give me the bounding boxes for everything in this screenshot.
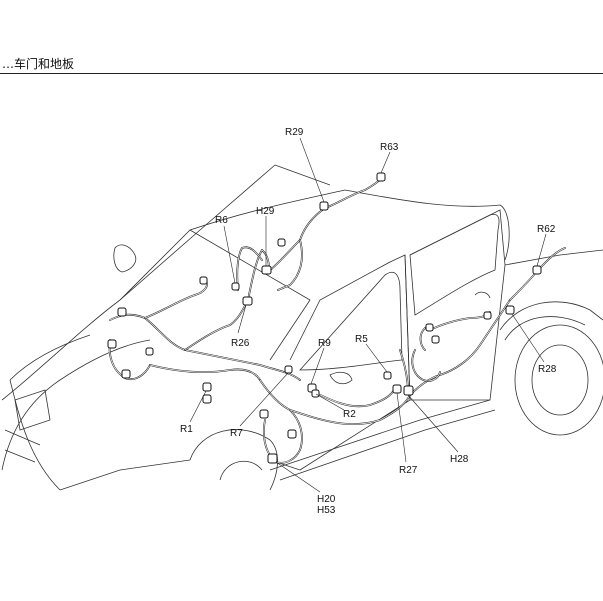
connector-r29 [319, 201, 329, 211]
label-r2: R2 [343, 409, 356, 420]
connector-misc-7 [259, 409, 269, 419]
connector-h20 [267, 453, 278, 464]
connector-misc-11 [431, 335, 440, 344]
vehicle-body-outline [1, 164, 603, 491]
label-r29: R29 [285, 127, 304, 138]
connector-misc-8 [287, 429, 297, 439]
label-h29: H29 [256, 206, 275, 217]
connector-r2 [311, 389, 320, 398]
connector-misc-6 [277, 238, 286, 247]
connector-r26 [242, 296, 253, 306]
label-r1: R1 [180, 424, 193, 435]
label-h20: H20 [317, 494, 336, 505]
connector-misc-1 [117, 307, 127, 317]
connector-misc-3 [145, 347, 154, 356]
label-r28: R28 [538, 364, 557, 375]
connector-r6 [231, 282, 240, 291]
label-h28: H28 [450, 454, 469, 465]
label-r63: R63 [380, 142, 399, 153]
label-r5: R5 [355, 334, 368, 345]
leader-lines [189, 137, 547, 493]
label-r6: R6 [215, 215, 228, 226]
connector-misc-12 [202, 394, 212, 404]
connector-misc-4 [199, 276, 208, 285]
connector-r5 [383, 371, 392, 380]
label-r27: R27 [399, 465, 418, 476]
page-header: …车门和地板 [0, 56, 603, 74]
connector-r1 [202, 382, 212, 392]
label-r26: R26 [231, 338, 250, 349]
connector-r27 [392, 384, 402, 394]
component-labels: R29 R63 R6 H29 R62 R26 R5 R9 R2 R1 R7 R2… [180, 127, 557, 516]
label-h53: H53 [317, 505, 336, 516]
connector-r62 [532, 265, 542, 275]
label-r62: R62 [537, 224, 556, 235]
connector-misc-2 [107, 339, 117, 349]
connector-misc-10 [425, 323, 434, 332]
wire-harness [108, 177, 566, 464]
connector-misc-5 [121, 369, 131, 379]
connector-h28 [403, 385, 414, 396]
label-r7: R7 [230, 428, 243, 439]
connector-h29 [261, 265, 272, 275]
connector-r28 [505, 305, 515, 315]
header-divider [0, 73, 603, 74]
connector-r63 [376, 172, 386, 182]
section-title: …车门和地板 [2, 57, 75, 71]
connector-misc-9 [483, 311, 492, 320]
label-r9: R9 [318, 338, 331, 349]
connector-r7 [284, 365, 293, 374]
